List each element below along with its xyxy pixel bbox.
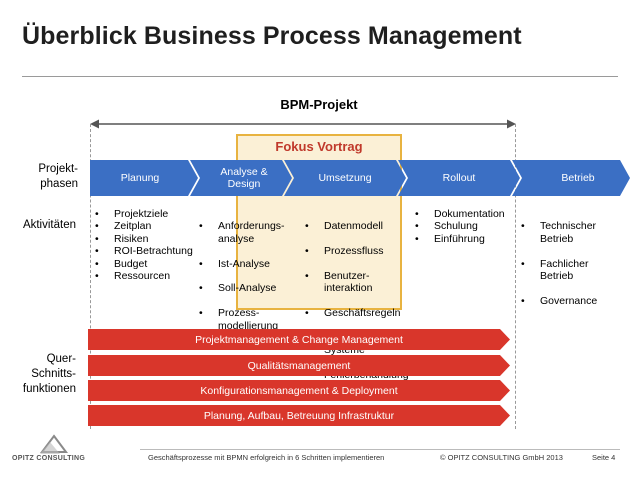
activity-item: Risiken [94, 233, 204, 246]
activity-item: Ressourcen [94, 270, 204, 283]
project-span-arrow [90, 119, 516, 129]
cross-function-infrastruktur: Planung, Aufbau, Betreuung Infrastruktur [88, 405, 510, 426]
row-label-aktivitaeten: Aktivitäten [22, 219, 76, 231]
activity-item: Governance [520, 295, 630, 308]
activity-item: Dokumentation [414, 208, 518, 221]
activity-item: Technischer Betrieb [520, 220, 630, 245]
activity-item: Zeitplan [94, 220, 204, 233]
footer-divider [140, 449, 620, 450]
title-divider [22, 76, 618, 77]
row-label-phasen: Projekt- phasen [38, 163, 78, 190]
activity-item: Fachlicher Betrieb [520, 258, 630, 283]
phase-label: Rollout [442, 172, 476, 184]
activity-item: Projektziele [94, 208, 204, 221]
activity-item: Benutzer- interaktion [304, 270, 426, 295]
activity-item: Datenmodell [304, 220, 426, 233]
activities-analyse-design: Anforderungs- analyse Ist-Analyse Soll-A… [198, 208, 304, 344]
bpm-project-label: BPM-Projekt [280, 97, 358, 112]
cross-function-label: Planung, Aufbau, Betreuung Infrastruktur [203, 409, 395, 422]
activity-item: Einführung [414, 233, 518, 246]
cross-function-qualitaet: Qualitätsmanagement [88, 355, 510, 376]
fokus-label: Fokus Vortrag [275, 139, 363, 154]
activity-item: Schulung [414, 220, 518, 233]
phase-label: Planung [120, 172, 160, 184]
activity-item: Ist-Analyse [198, 258, 304, 271]
cross-function-label: Projektmanagement & Change Management [195, 333, 403, 346]
cross-function-label: Konfigurationsmanagement & Deployment [200, 384, 398, 397]
phase-rollout: Rollout [398, 160, 520, 196]
activities-rollout: Dokumentation Schulung Einführung [414, 208, 518, 246]
phase-label: Umsetzung [318, 172, 372, 184]
activity-item: Prozess- modellierung [198, 307, 304, 332]
phase-label: Analyse & Design [220, 166, 268, 190]
activity-item: Geschäftsregeln [304, 307, 426, 320]
activities-betrieb: Technischer Betrieb Fachlicher Betrieb G… [520, 208, 630, 320]
footer-copyright: © OPITZ CONSULTING GmbH 2013 [440, 453, 563, 462]
cross-function-konfiguration: Konfigurationsmanagement & Deployment [88, 380, 510, 401]
footer-page-number: Seite 4 [592, 453, 616, 462]
phase-label: Betrieb [561, 172, 595, 184]
phase-analyse-design: Analyse & Design [190, 160, 292, 196]
activity-item: Anforderungs- analyse [198, 220, 304, 245]
span-right-dashed-line [515, 124, 516, 429]
activity-item: Budget [94, 258, 204, 271]
logo-text: OPITZ CONSULTING [12, 455, 86, 462]
activity-item: Prozessfluss [304, 245, 426, 258]
activity-item: ROI-Betrachtung [94, 245, 204, 258]
cross-function-label: Qualitätsmanagement [247, 359, 351, 372]
row-label-querschnitt: Quer- Schnitts- funktionen [22, 353, 76, 395]
footer-subtitle: Geschäftsprozesse mit BPMN erfolgreich i… [148, 453, 385, 462]
activity-item: Soll-Analyse [198, 282, 304, 295]
phase-umsetzung: Umsetzung [284, 160, 406, 196]
phase-planung: Planung [90, 160, 198, 196]
activities-planung: Projektziele Zeitplan Risiken ROI-Betrac… [94, 208, 204, 283]
opitz-logo-icon [40, 434, 68, 454]
phase-betrieb: Betrieb [512, 160, 630, 196]
page-title: Überblick Business Process Management [22, 22, 522, 50]
span-left-dashed-line [90, 124, 91, 429]
cross-function-projektmanagement: Projektmanagement & Change Management [88, 329, 510, 350]
